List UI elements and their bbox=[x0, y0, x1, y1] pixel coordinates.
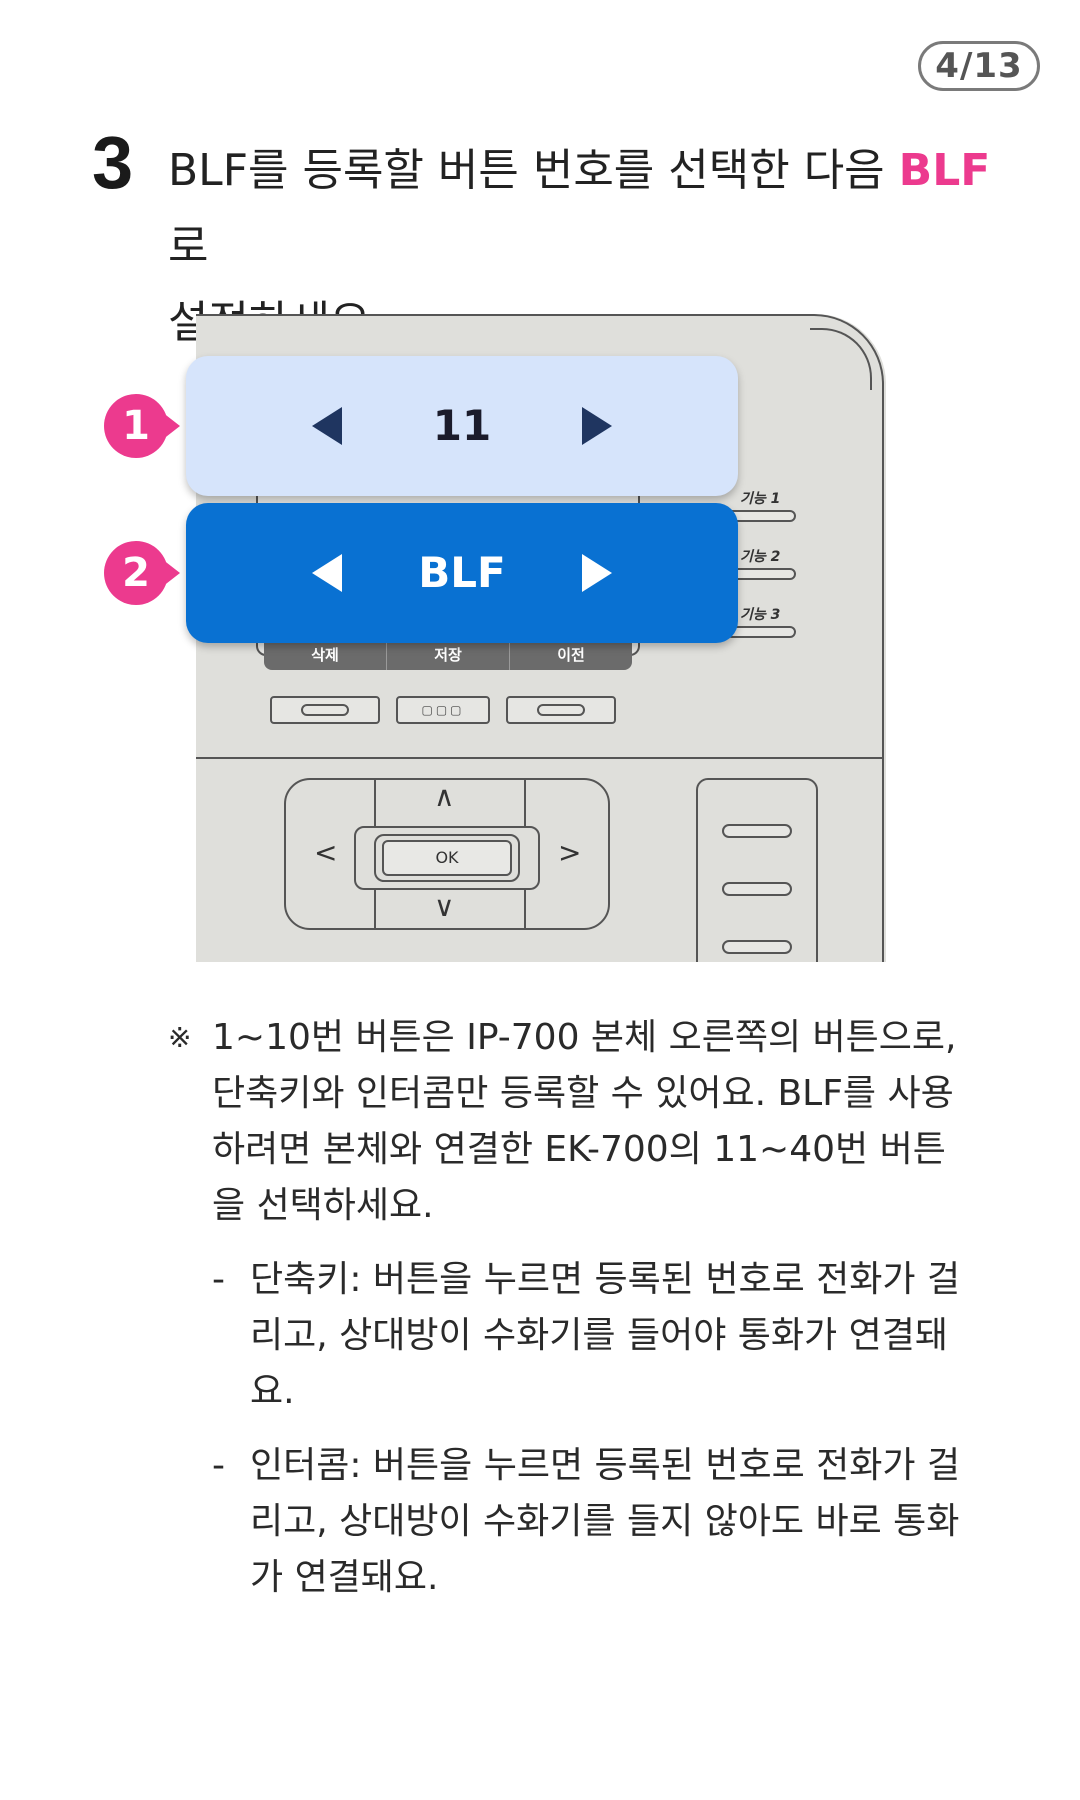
bullet-dash: - bbox=[212, 1259, 225, 1300]
note-section: ※ 1~10번 버튼은 IP-700 본체 오른쪽의 버튼으로, 단축키와 인터… bbox=[168, 1010, 968, 1606]
function-label-3: 기능 3 bbox=[740, 607, 781, 623]
side-slot-2 bbox=[722, 882, 792, 896]
note-text: 1~10번 버튼은 IP-700 본체 오른쪽의 버튼으로, 단축키와 인터콤만… bbox=[212, 1017, 957, 1226]
hardware-softkey-middle: ▢▢▢ bbox=[396, 696, 490, 724]
note-reference-icon: ※ bbox=[168, 1021, 192, 1054]
ok-button-ring bbox=[374, 834, 520, 882]
step-marker-1: 1 bbox=[104, 394, 180, 458]
dpad-down-icon: ∨ bbox=[434, 890, 455, 923]
step-number: 3 bbox=[92, 121, 134, 204]
button-type-value: BLF bbox=[418, 548, 506, 597]
step-title-suffix: 로 bbox=[168, 221, 209, 272]
softkey-save: 저장 bbox=[387, 640, 510, 670]
right-arrow-icon bbox=[582, 554, 612, 592]
ok-button: OK bbox=[382, 840, 512, 876]
softkey-bar: 삭제 저장 이전 bbox=[264, 640, 632, 670]
bullet-text: 인터콤: 버튼을 누르면 등록된 번호로 전화가 걸리고, 상대방이 수화기를 … bbox=[250, 1445, 961, 1598]
note-bullet-intercom: - 인터콤: 버튼을 누르면 등록된 번호로 전화가 걸리고, 상대방이 수화기… bbox=[212, 1438, 968, 1606]
function-label-2: 기능 2 bbox=[740, 549, 781, 565]
bullet-text: 단축키: 버튼을 누르면 등록된 번호로 전화가 걸리고, 상대방이 수화기를 … bbox=[250, 1259, 961, 1412]
left-arrow-icon bbox=[312, 554, 342, 592]
hardware-softkey-right bbox=[506, 696, 616, 724]
dpad-right-icon: > bbox=[558, 836, 582, 869]
right-arrow-icon bbox=[582, 407, 612, 445]
step-title-text: BLF를 등록할 버튼 번호를 선택한 다음 bbox=[168, 145, 899, 196]
hardware-softkey-left bbox=[270, 696, 380, 724]
side-slot-3 bbox=[722, 940, 792, 954]
side-button-panel bbox=[696, 778, 818, 962]
phone-outline bbox=[196, 314, 884, 962]
callout-button-number: 11 bbox=[186, 356, 738, 496]
step-title-highlight: BLF bbox=[898, 145, 991, 196]
softkey-back: 이전 bbox=[557, 646, 585, 664]
left-arrow-icon bbox=[312, 407, 342, 445]
side-slot-1 bbox=[722, 824, 792, 838]
button-number-value: 11 bbox=[432, 401, 492, 450]
function-label-1: 기능 1 bbox=[740, 491, 781, 507]
bullet-dash: - bbox=[212, 1445, 225, 1486]
note-bullet-speed-dial: - 단축키: 버튼을 누르면 등록된 번호로 전화가 걸리고, 상대방이 수화기… bbox=[212, 1252, 968, 1420]
softkey-delete: 삭제 bbox=[264, 640, 387, 670]
dpad-up-icon: ∧ bbox=[434, 780, 455, 813]
page-indicator: 4/13 bbox=[918, 41, 1040, 91]
phone-divider bbox=[196, 757, 882, 759]
step-marker-2: 2 bbox=[104, 541, 180, 605]
callout-button-type: BLF bbox=[186, 503, 738, 643]
dpad-left-icon: < bbox=[314, 836, 338, 869]
